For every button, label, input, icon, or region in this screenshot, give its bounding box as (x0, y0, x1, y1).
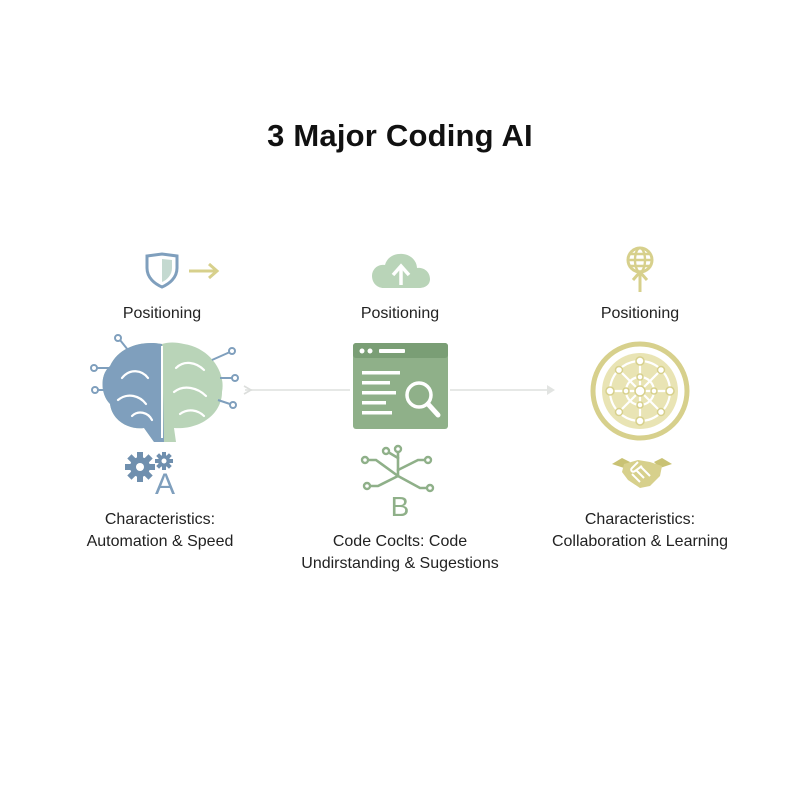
connector-line-left (245, 389, 350, 391)
handshake-icon (612, 458, 672, 488)
feature-letter-a: A (154, 468, 175, 501)
characteristics-line2-col3: Collaboration & Learning (551, 533, 729, 550)
characteristics-line2-col2: Undirstanding & Sugestions (301, 555, 499, 572)
page-title: 3 Major Coding AI (267, 118, 533, 153)
connector-arrow-icon (547, 385, 555, 395)
cloud-upload-icon (372, 253, 430, 288)
positioning-label-1: Positioning (122, 305, 202, 322)
positioning-label-2: Positioning (360, 305, 440, 322)
gears-letter-a-icon (125, 452, 173, 482)
circuit-brain-icon (90, 334, 239, 442)
characteristics-line1-col3: Characteristics: (584, 511, 696, 528)
characteristics-line1-col1: Characteristics: (104, 511, 216, 528)
shield-arrow-icon (145, 252, 220, 289)
branch-letter-b-icon (360, 444, 435, 493)
network-globe-icon (590, 341, 690, 441)
positioning-label-3: Positioning (600, 305, 680, 322)
feature-letter-b: B (390, 491, 410, 522)
characteristics-line2-col1: Automation & Speed (86, 533, 234, 550)
connector-line-right (450, 389, 550, 391)
code-search-window-icon (353, 343, 448, 429)
characteristics-line1-col2: Code Coclts: Code (332, 533, 468, 550)
connector-start-icon (243, 385, 253, 395)
globe-arrow-icon (626, 246, 654, 292)
